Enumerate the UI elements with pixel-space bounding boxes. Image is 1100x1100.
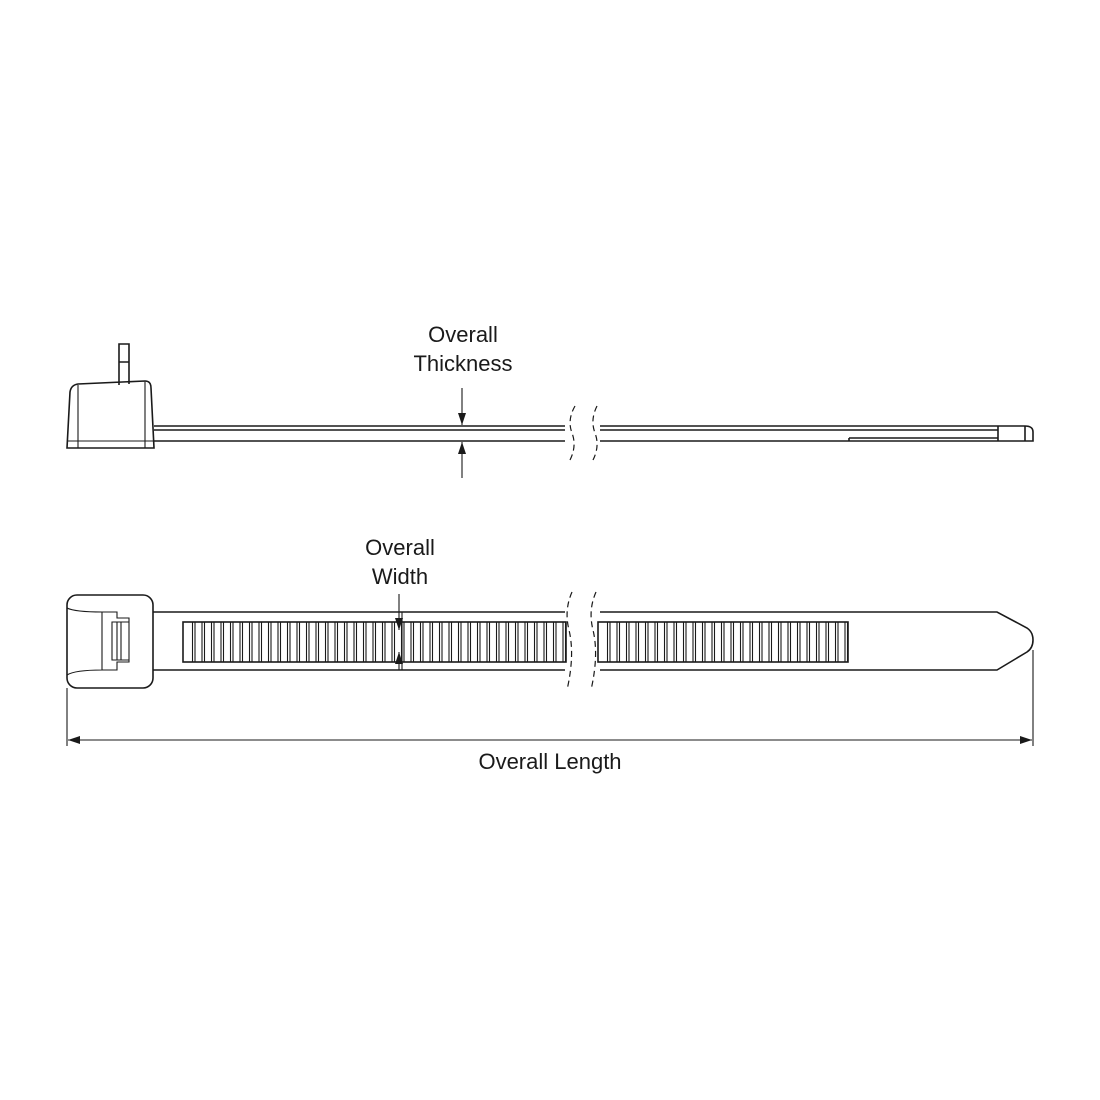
top-teeth — [182, 621, 849, 663]
side-break-mark-1 — [569, 405, 576, 461]
width-label-line2: Width — [371, 564, 429, 589]
side-strap-right — [600, 425, 1034, 442]
thickness-label-line1: Overall — [428, 322, 498, 347]
length-dimension — [66, 650, 1034, 746]
top-view — [66, 591, 1034, 691]
width-label-line1: Overall — [365, 535, 435, 560]
thickness-label: Overall Thickness — [413, 320, 512, 378]
side-view — [66, 343, 1034, 478]
side-head-details — [67, 382, 154, 448]
top-head-slot — [66, 607, 130, 676]
top-strap-right — [600, 611, 1034, 671]
top-head — [66, 594, 154, 689]
side-pin — [118, 343, 130, 385]
side-head — [66, 380, 155, 449]
top-strap-left — [153, 611, 565, 671]
side-break-mark-2 — [592, 405, 598, 461]
length-label: Overall Length — [478, 749, 622, 774]
thickness-label-line2: Thickness — [413, 351, 513, 376]
top-break-mark-2 — [590, 591, 597, 691]
top-break-mark-1 — [566, 591, 573, 691]
width-label: Overall Width — [365, 533, 435, 591]
side-strap-left — [154, 425, 565, 442]
